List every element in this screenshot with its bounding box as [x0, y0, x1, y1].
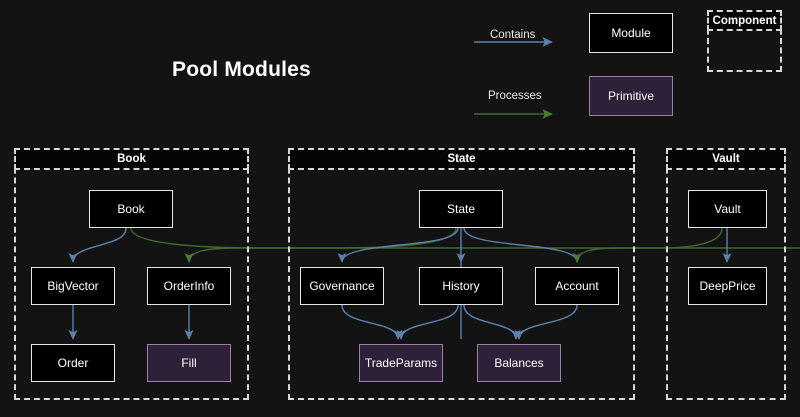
node-balances[interactable]: Balances	[477, 344, 561, 382]
legend-primitive-box: Primitive	[589, 76, 673, 116]
node-state[interactable]: State	[419, 190, 503, 228]
node-governance[interactable]: Governance	[300, 267, 384, 305]
legend-component-header: Component	[707, 10, 782, 31]
node-fill[interactable]: Fill	[147, 344, 231, 382]
node-vault[interactable]: Vault	[688, 190, 767, 228]
node-book[interactable]: Book	[89, 190, 173, 228]
node-bigvector[interactable]: BigVector	[31, 267, 115, 305]
page-title: Pool Modules	[172, 58, 311, 81]
group-header-book: Book	[14, 148, 249, 170]
node-deepprice[interactable]: DeepPrice	[688, 267, 767, 305]
legend-processes-label: Processes	[488, 90, 542, 102]
legend-module-box: Module	[589, 13, 673, 53]
group-header-state: State	[288, 148, 635, 170]
node-account[interactable]: Account	[535, 267, 619, 305]
legend-contains-label: Contains	[490, 29, 536, 41]
node-tradeparams[interactable]: TradeParams	[359, 344, 443, 382]
group-header-vault: Vault	[666, 148, 786, 170]
node-orderinfo[interactable]: OrderInfo	[147, 267, 231, 305]
node-history[interactable]: History	[419, 267, 503, 305]
node-order[interactable]: Order	[31, 344, 115, 382]
